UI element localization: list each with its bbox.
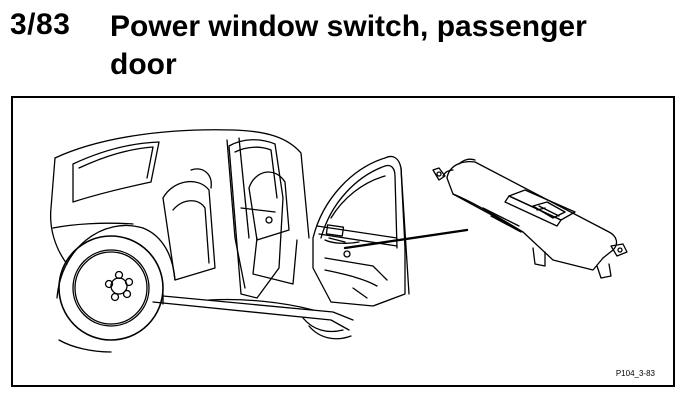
leader-line (343, 228, 469, 250)
window-switch-illustration (432, 158, 628, 279)
figure-code: P104_3-83 (615, 369, 655, 378)
page-heading: 3/83 Power window switch, passenger door (10, 8, 670, 86)
car-open-door-illustration (49, 129, 410, 353)
figure-frame: P104_3-83 (11, 96, 675, 387)
section-number: 3/83 (10, 8, 71, 41)
section-title: Power window switch, passenger door (110, 10, 587, 81)
technical-illustration (49, 129, 628, 353)
